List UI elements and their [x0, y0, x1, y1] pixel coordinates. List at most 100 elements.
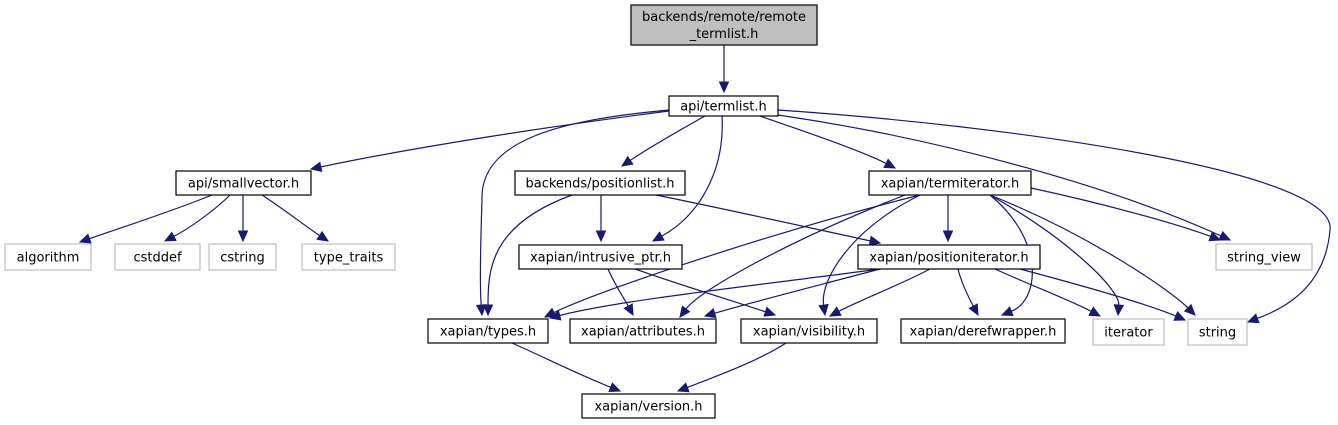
edge-line — [479, 109, 670, 306]
edge-termlist-to-smallvector — [309, 110, 670, 172]
edge-line — [661, 115, 723, 237]
node-string: string — [1187, 318, 1248, 346]
edge-line — [89, 194, 213, 240]
node-label: xapian/attributes.h — [581, 325, 705, 340]
node-box — [4, 243, 92, 271]
edge-types-to-version — [511, 342, 622, 392]
node-visibility[interactable]: xapian/visibility.h — [740, 318, 878, 344]
arrowhead-icon — [1173, 311, 1187, 321]
edge-line — [777, 109, 1331, 320]
edge-line — [261, 194, 320, 237]
node-label: backends/positionlist.h — [525, 177, 674, 192]
node-termlist[interactable]: api/termlist.h — [668, 95, 779, 117]
node-positioniterator[interactable]: xapian/positioniterator.h — [857, 244, 1041, 270]
edge-termiterator-to-visibility — [818, 194, 921, 317]
edge-smallvector-to-algorithm — [78, 194, 213, 244]
node-label: backends/remote/remote — [642, 10, 806, 25]
node-type_traits: type_traits — [301, 243, 396, 271]
edge-positionlist-to-positioniterator — [655, 194, 882, 246]
node-box — [1187, 318, 1248, 346]
arrowhead-icon — [1246, 313, 1260, 324]
arrowhead-icon — [718, 81, 730, 94]
node-label: cstring — [220, 251, 264, 266]
arrowhead-icon — [1088, 306, 1102, 317]
node-label: cstddef — [133, 251, 182, 266]
edge-line — [687, 342, 787, 389]
arrowhead-icon — [237, 230, 249, 243]
arrowhead-icon — [595, 230, 607, 243]
edge-line — [634, 268, 766, 313]
node-intrusive_ptr[interactable]: xapian/intrusive_ptr.h — [518, 244, 683, 270]
edge-line — [487, 194, 573, 306]
edge-termiterator-to-string_view — [1030, 187, 1222, 242]
node-label: api/smallvector.h — [188, 177, 299, 192]
node-box — [514, 170, 686, 196]
arrowhead-icon — [679, 305, 691, 318]
node-label: xapian/intrusive_ptr.h — [530, 251, 671, 266]
edge-positioniterator-to-types — [548, 268, 881, 321]
arrowhead-icon — [651, 231, 665, 242]
edge-line — [989, 194, 1189, 309]
arrowhead-icon — [1000, 306, 1014, 317]
node-label: api/termlist.h — [680, 100, 767, 115]
node-root[interactable]: backends/remote/remote_termlist.h — [630, 4, 818, 46]
node-attributes[interactable]: xapian/attributes.h — [569, 318, 717, 344]
node-cstddef: cstddef — [114, 243, 201, 271]
edge-termlist-to-string — [777, 109, 1331, 324]
arrowhead-icon — [482, 304, 494, 317]
node-box — [581, 393, 716, 419]
edge-line — [629, 115, 706, 161]
node-box — [900, 318, 1066, 344]
node-label: type_traits — [314, 251, 384, 266]
arrowhead-icon — [316, 230, 330, 242]
edge-line — [989, 194, 1120, 306]
edge-termlist-to-string_view — [777, 114, 1232, 241]
arrowhead-icon — [942, 230, 954, 243]
edges-layer — [78, 44, 1331, 393]
arrowhead-icon — [78, 233, 92, 244]
arrowhead-icon — [818, 303, 829, 317]
edge-line — [714, 268, 881, 314]
arrowhead-icon — [763, 306, 777, 317]
edge-termlist-to-positionlist — [620, 115, 706, 167]
arrowhead-icon — [608, 382, 622, 392]
edge-line — [994, 268, 1092, 312]
node-box — [857, 244, 1041, 270]
arrowhead-icon — [968, 303, 979, 317]
edge-positioniterator-to-string — [1019, 268, 1187, 321]
node-version[interactable]: xapian/version.h — [581, 393, 716, 419]
node-box — [1092, 318, 1165, 346]
arrowhead-icon — [1208, 231, 1222, 242]
edge-smallvector-to-type_traits — [261, 194, 330, 242]
node-label: xapian/visibility.h — [753, 325, 865, 340]
node-smallvector[interactable]: api/smallvector.h — [175, 170, 312, 196]
node-types[interactable]: xapian/types.h — [427, 318, 549, 344]
node-derefwrapper[interactable]: xapian/derefwrapper.h — [900, 318, 1066, 344]
edge-line — [1019, 268, 1177, 317]
arrowhead-icon — [1218, 230, 1232, 241]
edge-positionlist-to-types — [482, 194, 573, 317]
arrowhead-icon — [163, 231, 177, 242]
edge-line — [1030, 187, 1211, 238]
node-algorithm: algorithm — [4, 243, 92, 271]
edge-line — [777, 114, 1222, 237]
edge-line — [838, 268, 931, 312]
edge-positioniterator-to-attributes — [703, 268, 881, 319]
edge-visibility-to-version — [676, 342, 787, 393]
arrowhead-icon — [620, 155, 634, 167]
node-positionlist[interactable]: backends/positionlist.h — [514, 170, 686, 196]
node-label: string — [1199, 326, 1236, 341]
arrowhead-icon — [475, 304, 487, 317]
edge-positioniterator-to-iterator — [994, 268, 1102, 317]
arrowhead-icon — [1113, 304, 1125, 317]
node-iterator: iterator — [1092, 318, 1165, 346]
edge-line — [822, 194, 921, 306]
edge-termiterator-to-string — [989, 194, 1196, 316]
edge-termlist-to-types — [475, 109, 670, 317]
node-box — [427, 318, 549, 344]
edge-line — [320, 110, 670, 168]
arrowhead-icon — [1183, 303, 1196, 316]
edge-line — [607, 268, 629, 307]
node-termiterator[interactable]: xapian/termiterator.h — [868, 170, 1032, 196]
node-label: algorithm — [17, 251, 80, 266]
